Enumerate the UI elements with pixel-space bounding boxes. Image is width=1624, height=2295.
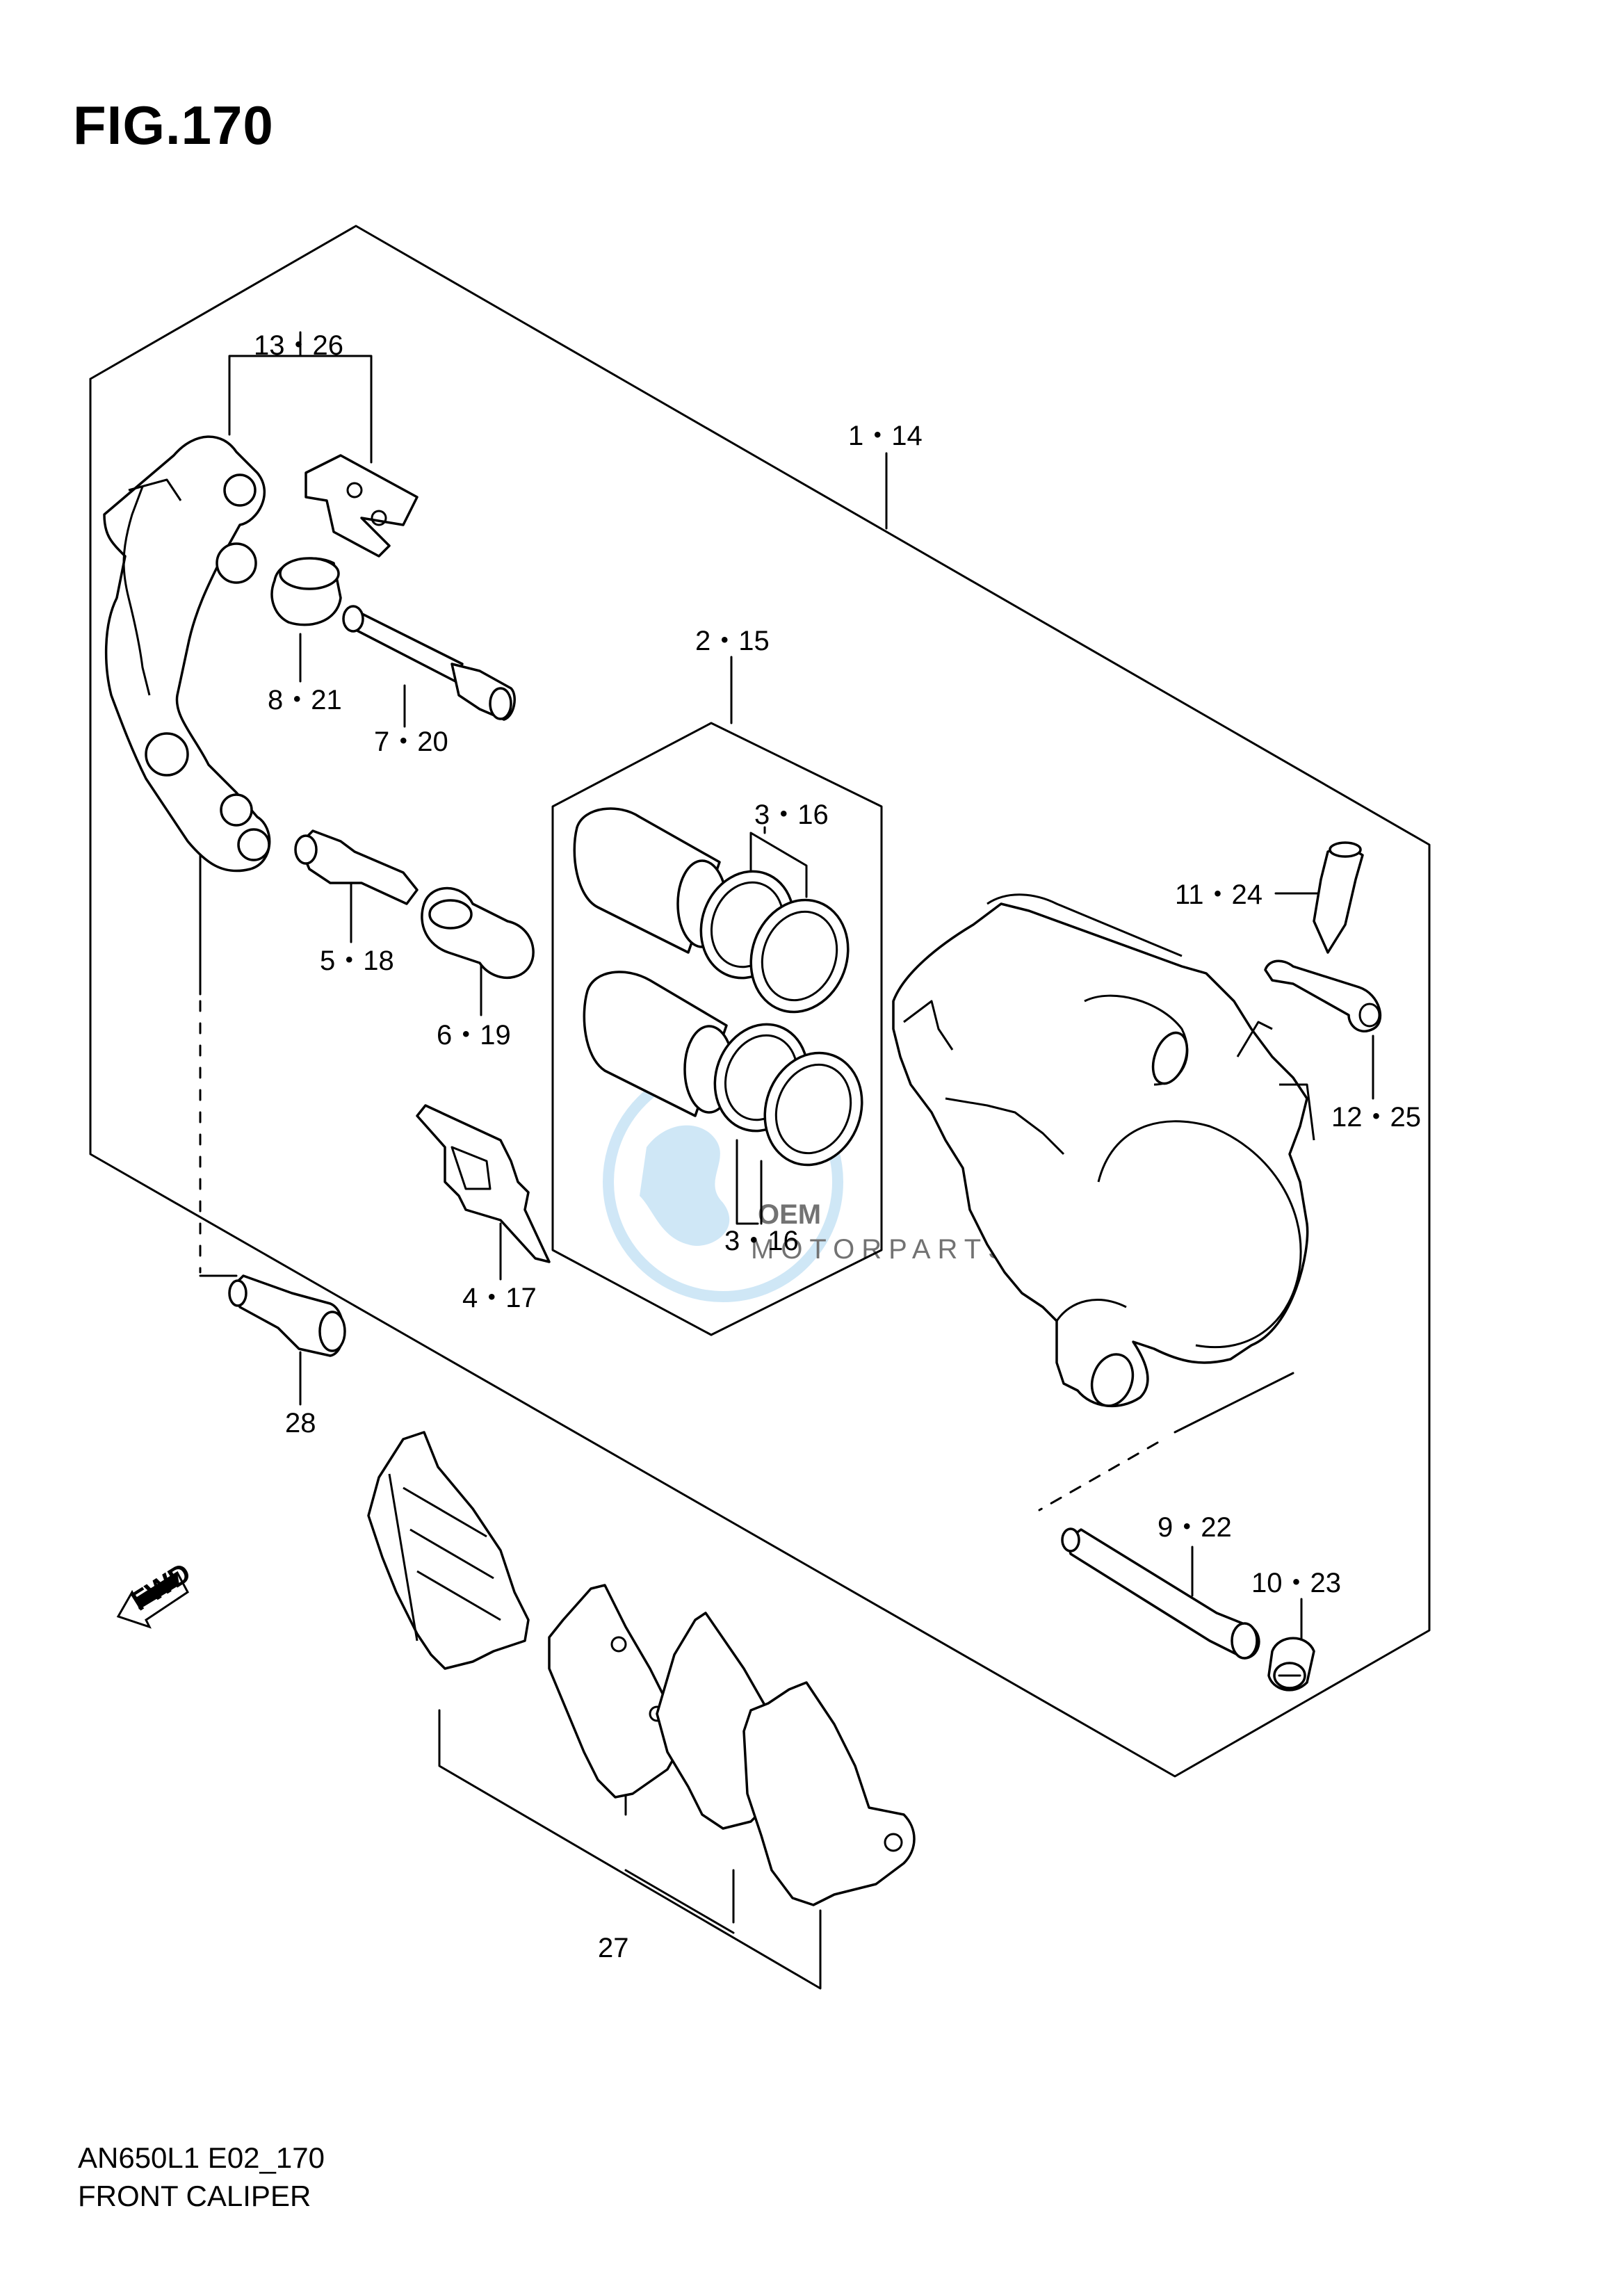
callout-1-14: 1・14	[848, 421, 923, 451]
piston-frame	[551, 722, 883, 1336]
callout-4-17: 4・17	[462, 1283, 537, 1313]
assembly-frame	[89, 225, 1431, 1778]
callout-5-18: 5・18	[320, 946, 394, 976]
callout-28: 28	[285, 1408, 316, 1438]
piston-seals	[699, 870, 863, 1167]
callout-3-16-top: 3・16	[754, 800, 829, 830]
watermark-brand: OEM	[758, 1199, 821, 1230]
mounting-bolt	[228, 1274, 346, 1357]
callout-27: 27	[598, 1933, 629, 1963]
callout-8-21: 8・21	[268, 685, 342, 715]
forward-arrow-icon: FWD	[116, 1557, 196, 1629]
callout-3-16-bottom: 3・16	[724, 1226, 799, 1256]
callout-2-15: 2・15	[695, 626, 770, 656]
pin-plug	[1267, 1637, 1315, 1692]
pad-pin	[1061, 1527, 1260, 1660]
pad-retainer	[416, 1104, 551, 1263]
caliper-body	[892, 893, 1315, 1407]
callout-9-22: 9・22	[1158, 1512, 1232, 1543]
watermark-sub: MOTORPARTS	[751, 1234, 1014, 1265]
callout-11-24: 11・24	[1175, 879, 1262, 910]
brake-pad-set	[367, 1431, 916, 1906]
bleeder-cap	[1264, 959, 1381, 1032]
model-code: AN650L1 E02_170	[78, 2141, 325, 2174]
figure-name: FRONT CALIPER	[78, 2180, 311, 2212]
watermark-logo: OEM MOTORPARTS	[603, 1062, 1014, 1302]
callout-10-23: 10・23	[1251, 1568, 1341, 1598]
figure-number: FIG.170	[73, 95, 274, 156]
pad-spring	[304, 454, 419, 558]
caliper-bracket	[103, 435, 271, 873]
bleeder-screw	[1313, 841, 1364, 954]
callout-6-19: 6・19	[437, 1020, 511, 1051]
boot-lower	[421, 886, 535, 979]
callout-13-26: 13・26	[254, 330, 343, 361]
slide-pin-upper	[342, 605, 516, 721]
boot	[270, 557, 342, 626]
callout-7-20: 7・20	[374, 727, 448, 757]
callout-12-25: 12・25	[1331, 1102, 1421, 1133]
bolt-upper-lower	[294, 829, 419, 905]
callout-labels: 13・26 1・14 8・21 7・20 2・15 3・16 11・24 5・1…	[254, 330, 1421, 1963]
